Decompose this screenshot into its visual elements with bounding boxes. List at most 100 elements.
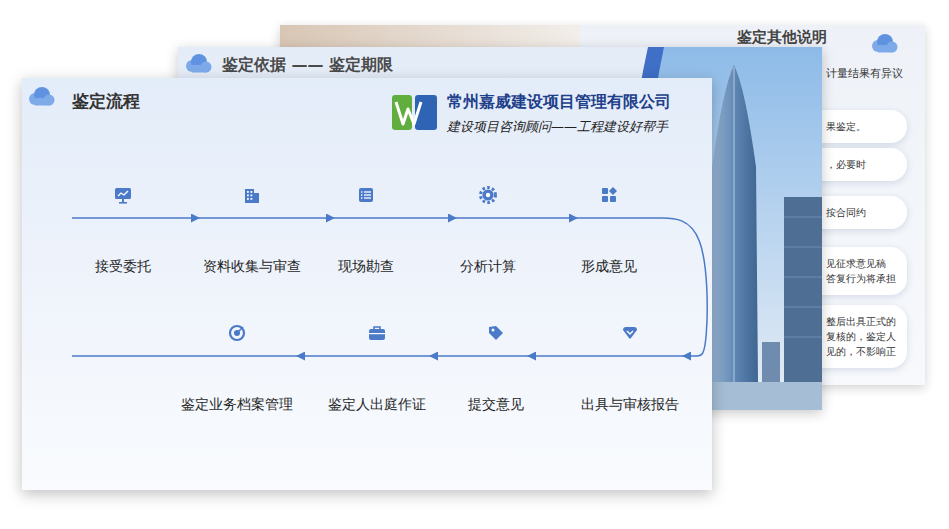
icon-part [610, 196, 616, 202]
photo-strip [280, 25, 580, 49]
step-icon [486, 323, 506, 343]
icon-part [623, 327, 637, 339]
icon-part [361, 194, 362, 195]
process-step: 出具与审核报告 [578, 322, 682, 422]
process-step: 提交意见 [465, 322, 527, 422]
icon-part [361, 191, 362, 192]
step-label: 提交意见 [468, 394, 524, 414]
step-label: 接受委托 [95, 256, 151, 276]
icon-part [230, 326, 244, 340]
lead-line [72, 355, 178, 357]
process-step: 分析计算 [457, 184, 519, 284]
step-label: 资料收集与审查 [203, 256, 301, 276]
slide-title: 鉴定流程 [72, 91, 140, 111]
flow-line-segment [178, 354, 296, 358]
step-icon [242, 185, 262, 205]
slide-title: 鉴定其他说明 [737, 28, 827, 46]
step-icon [478, 185, 498, 205]
cloud-icon [872, 34, 898, 53]
card-text: 整后出具正式的 复核的，鉴定人 见的，不影响正 [826, 314, 897, 359]
front-slide: 鉴定流程接受委托 资料收集与审查 现场勘查 分析计算 形成意见出具与审核报告 提交意见 鉴定… [22, 78, 712, 490]
icon-part [251, 198, 253, 200]
icon-part [374, 327, 380, 329]
company-name: 常州嘉威建设项目管理有限公司 [447, 92, 671, 111]
lead-line [72, 217, 92, 219]
icon-part [369, 329, 385, 340]
card-text: 按合同约 [826, 205, 897, 220]
flow-connector [640, 218, 707, 356]
icon-part [118, 191, 128, 196]
flow-line [325, 355, 429, 357]
icon-part [602, 196, 608, 202]
step-label: 形成意见 [581, 256, 637, 276]
flow-connector [304, 217, 335, 219]
icon-part [247, 195, 249, 197]
step-icon [113, 185, 133, 205]
icon-part [122, 199, 124, 202]
step-label: 分析计算 [460, 256, 516, 276]
flow-connector [429, 355, 465, 357]
step-icon [227, 323, 247, 343]
step-icon [599, 185, 619, 205]
front-slide-art [22, 78, 712, 490]
flow-line-segment [200, 216, 304, 220]
icon-part [251, 195, 253, 197]
icon-part [364, 191, 371, 192]
cloud-icon [29, 87, 55, 106]
flow-line [178, 355, 296, 357]
icon-part [359, 188, 373, 202]
icon-part [254, 193, 259, 203]
step-icon [356, 185, 376, 205]
step-label: 鉴定业务档案管理 [181, 394, 293, 414]
flow-line [457, 217, 519, 219]
icon-part [247, 198, 249, 200]
icon-part [369, 333, 385, 334]
icon-part [364, 194, 371, 195]
icon-part [119, 202, 127, 204]
flow-line-segment [457, 216, 519, 220]
flow-line-segment [92, 216, 154, 220]
flow-connector [154, 217, 200, 219]
icon-part [115, 188, 131, 199]
flow-connector [296, 355, 325, 357]
icon-part [237, 327, 243, 333]
logo-underline [447, 114, 677, 116]
icon-part [489, 326, 503, 340]
flow-line-segment [465, 354, 527, 358]
process-step: 鉴定人出庭作证 [325, 322, 429, 422]
flow-line [578, 217, 640, 219]
icon-part [482, 189, 493, 200]
icon-part [364, 197, 371, 198]
step-icon [367, 323, 387, 343]
slide-title: 鉴定依据 —— 鉴定期限 [222, 55, 393, 74]
card-text: 见征求意见稿 答复行为将承担 [826, 256, 897, 286]
process-step: 鉴定业务档案管理 [178, 322, 296, 422]
icon-part [245, 189, 254, 203]
step-label: 出具与审核报告 [581, 394, 679, 414]
flow-connector [397, 217, 457, 219]
icon-part [247, 191, 249, 193]
icon-part [602, 188, 608, 194]
flow-line [465, 355, 527, 357]
step-icon [620, 323, 640, 343]
icon-part [481, 188, 496, 203]
card-text: 果鉴定。 [826, 119, 897, 134]
flow-connector [519, 217, 578, 219]
company-logo [392, 95, 437, 130]
icon-part [627, 331, 633, 334]
process-step: 形成意见 [578, 184, 640, 284]
icon-part [486, 193, 490, 197]
note-text: 计量结果有异议 [826, 67, 903, 80]
process-step: 资料收集与审查 [200, 184, 304, 284]
flow-line [92, 217, 154, 219]
step-label: 鉴定人出庭作证 [328, 394, 426, 414]
icon-part [251, 191, 253, 193]
icon-part [492, 329, 495, 332]
flow-line-segment [325, 354, 429, 358]
flow-line-segment [578, 216, 640, 220]
step-label: 现场勘查 [338, 256, 394, 276]
flow-line [200, 217, 304, 219]
icon-part [609, 187, 617, 195]
flow-line-segment [335, 216, 397, 220]
